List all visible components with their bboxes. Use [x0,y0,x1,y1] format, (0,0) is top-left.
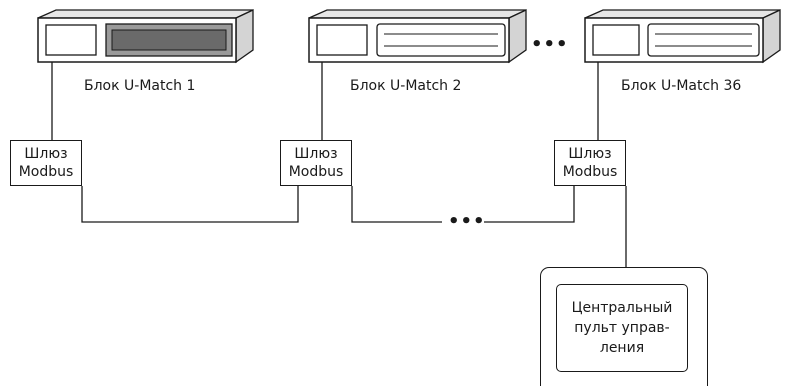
bus-ellipsis: ••• [448,211,486,232]
unit1-service-panel [45,24,97,56]
unit1-air-vent-inner [111,29,227,51]
gateway2-to-ellipsis-bus [351,186,442,223]
gateway-label-line1: Шлюз [294,146,338,162]
unit2-top-face [308,9,527,19]
unit1-top-face [37,9,254,19]
unit36-service-panel [592,24,640,56]
unit2-side-face [508,8,527,64]
gateway1-to-gateway2-bus [81,186,299,223]
ellipsis-to-gateway3-bus [484,186,575,223]
unit36-air-vent [647,23,760,57]
unit-label-1: Блок U-Match 1 [84,78,196,94]
indoor-unit-1 [37,8,254,64]
units-ellipsis: ••• [531,34,569,55]
unit36-side-face [762,8,781,64]
central-panel-line1: Центральный [571,300,673,316]
gateway-label-line1: Шлюз [24,146,68,162]
gateway-label-line2: Modbus [562,164,618,180]
unit-label-2: Блок U-Match 2 [350,78,462,94]
unit1-side-face [235,8,254,64]
central-panel-line3: ления [599,340,645,356]
unit36-top-face [584,9,781,19]
unit2-service-panel [316,24,368,56]
unit2-air-vent [376,23,506,57]
central-panel-line2: пульт управ- [574,320,670,336]
connection-lines [51,62,627,267]
unit-label-36: Блок U-Match 36 [621,78,742,94]
gateway-label-line2: Modbus [288,164,344,180]
gateway-label-line2: Modbus [18,164,74,180]
modbus-gateway-2: Шлюз Modbus [280,140,352,186]
indoor-unit-36 [584,8,781,64]
indoor-unit-2 [308,8,527,64]
modbus-gateway-3: Шлюз Modbus [554,140,626,186]
gateway-label-line1: Шлюз [568,146,612,162]
central-controller-display: Центральный пульт управ- ления [556,284,688,372]
modbus-gateway-1: Шлюз Modbus [10,140,82,186]
